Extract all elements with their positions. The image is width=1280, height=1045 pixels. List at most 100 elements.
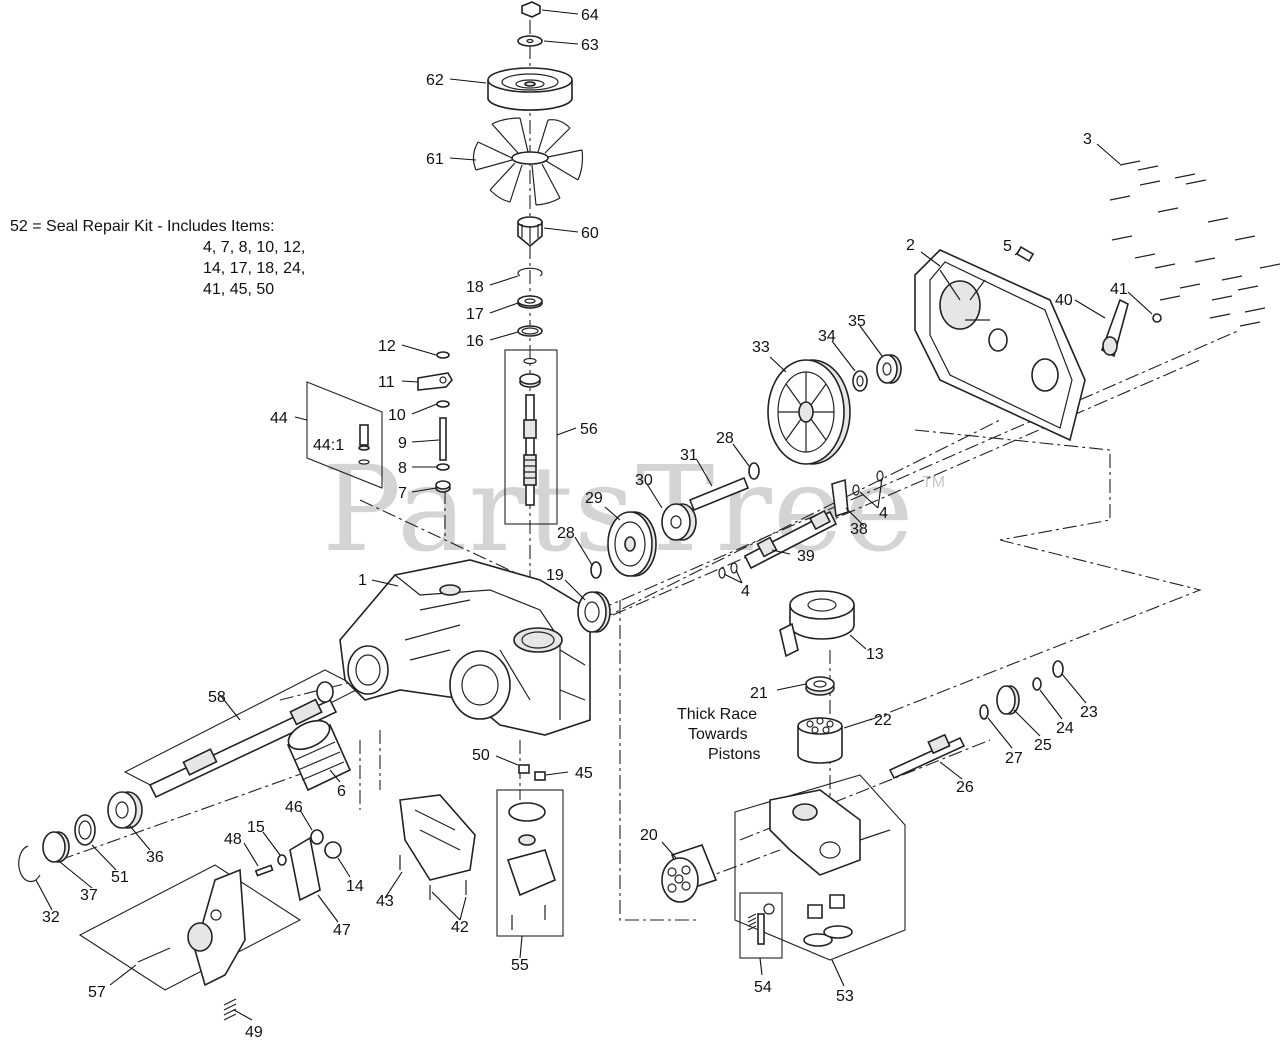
part-64-nut — [521, 1, 541, 18]
callout-61: 61 — [426, 151, 444, 168]
part-8-ring — [436, 463, 450, 471]
callout-32: 32 — [42, 909, 60, 926]
part-12-washer — [436, 351, 450, 359]
part-4-rings — [718, 470, 884, 579]
callout-55: 55 — [511, 957, 529, 974]
part-31-shaft — [688, 476, 750, 512]
part-2-cover — [914, 249, 1086, 442]
callout-12: 12 — [378, 338, 396, 355]
callout-35: 35 — [848, 313, 866, 330]
part-16-ring — [517, 325, 543, 337]
part-21-race — [805, 676, 835, 696]
callout-19: 19 — [546, 567, 564, 584]
part-1-housing — [339, 559, 591, 736]
part-37-seal — [42, 831, 70, 863]
part-22-cylinder — [797, 717, 843, 764]
seal-kit-note-line2: 4, 7, 8, 10, 12, — [203, 239, 306, 256]
part-13-block — [779, 590, 855, 658]
part-9-shaft — [439, 417, 447, 461]
callout-53: 53 — [836, 988, 854, 1005]
callout-labels: 64 63 62 61 60 18 17 16 56 12 11 10 9 8 … — [42, 7, 1128, 1041]
callout-40: 40 — [1055, 292, 1073, 309]
callout-5: 5 — [1003, 238, 1012, 255]
part-35-bearing — [876, 354, 902, 384]
seal-kit-note-line4: 41, 45, 50 — [203, 281, 275, 298]
part-53-valve-block — [769, 789, 891, 947]
part-34-washer — [852, 370, 868, 392]
part-36-bearing — [107, 791, 143, 829]
callout-48: 48 — [224, 831, 242, 848]
callout-9: 9 — [398, 435, 407, 452]
callout-7: 7 — [398, 485, 407, 502]
callout-58: 58 — [208, 689, 226, 706]
part-7-seal — [435, 480, 451, 493]
callout-8: 8 — [398, 460, 407, 477]
part-45-plug — [534, 771, 546, 781]
part-3-bolts — [1109, 160, 1280, 327]
callout-63: 63 — [581, 37, 599, 54]
callout-42: 42 — [451, 919, 469, 936]
part-25-gear — [996, 685, 1020, 715]
part-58-axle — [148, 681, 338, 799]
part-32-snap-ring — [18, 845, 41, 883]
part-14-seal — [324, 841, 342, 859]
assembly-lines — [59, 20, 1241, 921]
part-33-gear — [767, 359, 851, 465]
callout-60: 60 — [581, 225, 599, 242]
part-28-washer-lower — [590, 561, 602, 579]
callout-43: 43 — [376, 893, 394, 910]
callout-29: 29 — [585, 490, 603, 507]
callout-37: 37 — [80, 887, 98, 904]
part-6-filter — [286, 719, 352, 792]
part-50-plug — [518, 764, 530, 774]
part-61-fan — [472, 117, 584, 206]
callout-3: 3 — [1083, 131, 1092, 148]
part-28-washer-upper — [748, 462, 760, 480]
part-19-bearing — [577, 591, 611, 633]
callout-4-right: 4 — [879, 505, 888, 522]
callout-64: 64 — [581, 7, 599, 24]
seal-kit-note-title: 52 = Seal Repair Kit - Includes Items: — [10, 218, 275, 235]
part-48-bolt — [254, 864, 274, 877]
part-11-arm — [417, 372, 453, 391]
callout-62: 62 — [426, 72, 444, 89]
callout-50: 50 — [472, 747, 490, 764]
race-note-line1: Thick Race — [677, 706, 758, 723]
callout-15: 15 — [247, 819, 265, 836]
part-29-gear — [607, 511, 657, 577]
part-24-ring — [1032, 677, 1042, 691]
part-39-shaft — [743, 509, 838, 570]
callout-17: 17 — [466, 306, 484, 323]
callout-22: 22 — [874, 712, 892, 729]
callout-54: 54 — [754, 979, 772, 996]
callout-6: 6 — [337, 783, 346, 800]
callout-23: 23 — [1080, 704, 1098, 721]
part-62-pulley — [487, 67, 573, 111]
part-38-seal — [831, 478, 849, 518]
part-46-washer — [310, 829, 324, 845]
seal-kit-note-line3: 14, 17, 18, 24, — [203, 260, 306, 277]
callout-4-left: 4 — [741, 583, 750, 600]
callout-56: 56 — [580, 421, 598, 438]
part-40-arm — [1101, 298, 1129, 358]
part-27-washer — [979, 704, 989, 720]
callout-16: 16 — [466, 333, 484, 350]
callout-20: 20 — [640, 827, 658, 844]
part-5-bolt — [1015, 245, 1035, 263]
callout-1: 1 — [358, 572, 367, 589]
callout-33: 33 — [752, 339, 770, 356]
part-26-shaft — [888, 733, 966, 780]
callout-28-upper: 28 — [716, 430, 734, 447]
group-box-53 — [734, 774, 906, 961]
group-boxes — [78, 349, 906, 991]
callout-10: 10 — [388, 407, 406, 424]
callout-27: 27 — [1005, 750, 1023, 767]
callout-18: 18 — [466, 279, 484, 296]
callout-25: 25 — [1034, 737, 1052, 754]
part-30-pinion — [661, 503, 697, 541]
group-box-54 — [739, 892, 783, 959]
part-23-ring — [1052, 660, 1064, 678]
callout-44-1: 44:1 — [313, 437, 344, 454]
